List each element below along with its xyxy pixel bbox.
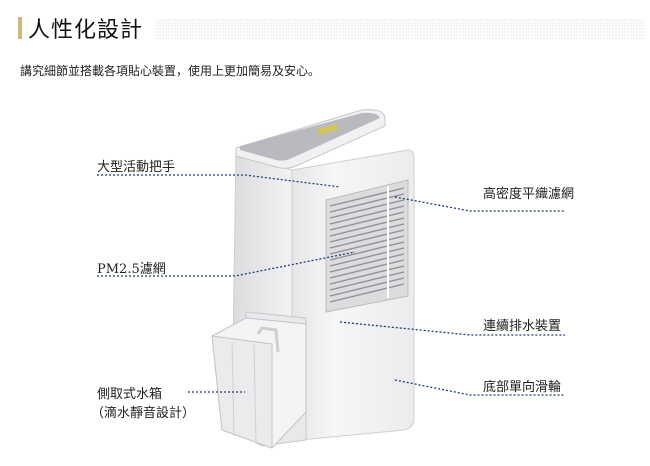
feature-wheels-label: 底部單向滑輪 <box>483 380 562 395</box>
intro-text: 講究細節並搭載各項貼心裝置，使用上更加簡易及安心。 <box>20 64 321 78</box>
leader-lines <box>97 174 565 396</box>
title-accent-bar <box>18 17 22 39</box>
feature-pm25-label: PM2.5濾網 <box>97 262 166 277</box>
feature-tank-sublabel: （滴水靜音設計） <box>91 406 196 421</box>
filter-grille <box>325 179 409 313</box>
leader-filter <box>394 196 565 212</box>
feature-tank-label: 側取式水箱 <box>97 387 163 402</box>
leader-wheels <box>394 379 565 396</box>
feature-drain-label: 連續排水裝置 <box>483 319 562 334</box>
dehumidifier <box>211 109 415 449</box>
leader-handle <box>97 174 341 188</box>
feature-handle-label: 大型活動把手 <box>97 160 176 175</box>
leader-pm25 <box>97 251 356 277</box>
leader-drain <box>339 321 565 336</box>
feature-filter-label: 高密度平織濾網 <box>483 187 575 202</box>
water-tank <box>211 311 307 449</box>
title-decoration <box>155 18 645 39</box>
section-title: 人性化設計 <box>28 18 144 43</box>
